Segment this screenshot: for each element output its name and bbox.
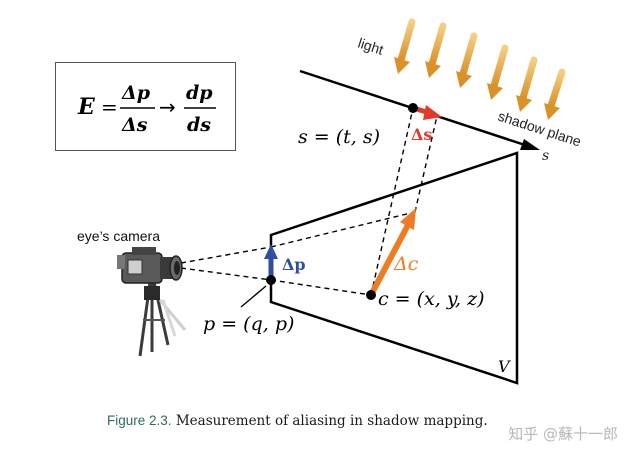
delta-p-arrow (264, 244, 278, 280)
light-ray-3 (456, 32, 478, 88)
light-label: light (356, 35, 385, 58)
delta-s-label: Δs (411, 125, 432, 144)
formula-lhs: E (77, 94, 96, 120)
figure-number: Figure 2.3. (107, 413, 172, 428)
light-ray-6 (544, 68, 566, 120)
formula-num2: dp (186, 82, 213, 104)
figure-caption-text: Measurement of aliasing in shadow mappin… (175, 413, 488, 429)
formula-arrow: → (159, 95, 176, 119)
delta-p-label: Δp (282, 255, 306, 274)
point-p (266, 275, 276, 285)
figure-caption: Figure 2.3. Measurement of aliasing in s… (107, 413, 488, 429)
s-point-label: s = (t, s) (298, 126, 380, 148)
p-label-pointer (240, 285, 267, 308)
light-rays (394, 18, 566, 120)
point-c (366, 290, 376, 300)
watermark: 知乎 @蘇十一郎 (508, 425, 618, 443)
delta-c-arrow (368, 208, 416, 297)
formula-equals: = (101, 95, 118, 119)
volume-label: V (498, 357, 511, 376)
camera-icon (117, 247, 187, 357)
shadow-plane-label: shadow plane (496, 108, 583, 150)
c-point-label: c = (x, y, z) (378, 288, 485, 310)
light-ray-4 (487, 44, 509, 100)
p-point-label: p = (q, p) (203, 313, 294, 335)
formula-den1: Δs (121, 114, 148, 136)
light-ray-5 (516, 56, 538, 112)
formula-box: E = Δp Δs → dp ds (55, 62, 236, 151)
formula-num1: Δp (121, 82, 151, 104)
formula-svg: E = Δp Δs → dp ds (77, 82, 216, 136)
s-axis-label: s (542, 148, 549, 164)
light-ray-2 (425, 22, 447, 78)
delta-c-label: Δc (393, 253, 419, 275)
light-ray-1 (394, 18, 416, 74)
eye-camera-label: eye’s camera (77, 228, 160, 244)
dashed-lines (180, 107, 438, 296)
point-s (408, 103, 418, 113)
formula-den2: ds (187, 114, 211, 136)
